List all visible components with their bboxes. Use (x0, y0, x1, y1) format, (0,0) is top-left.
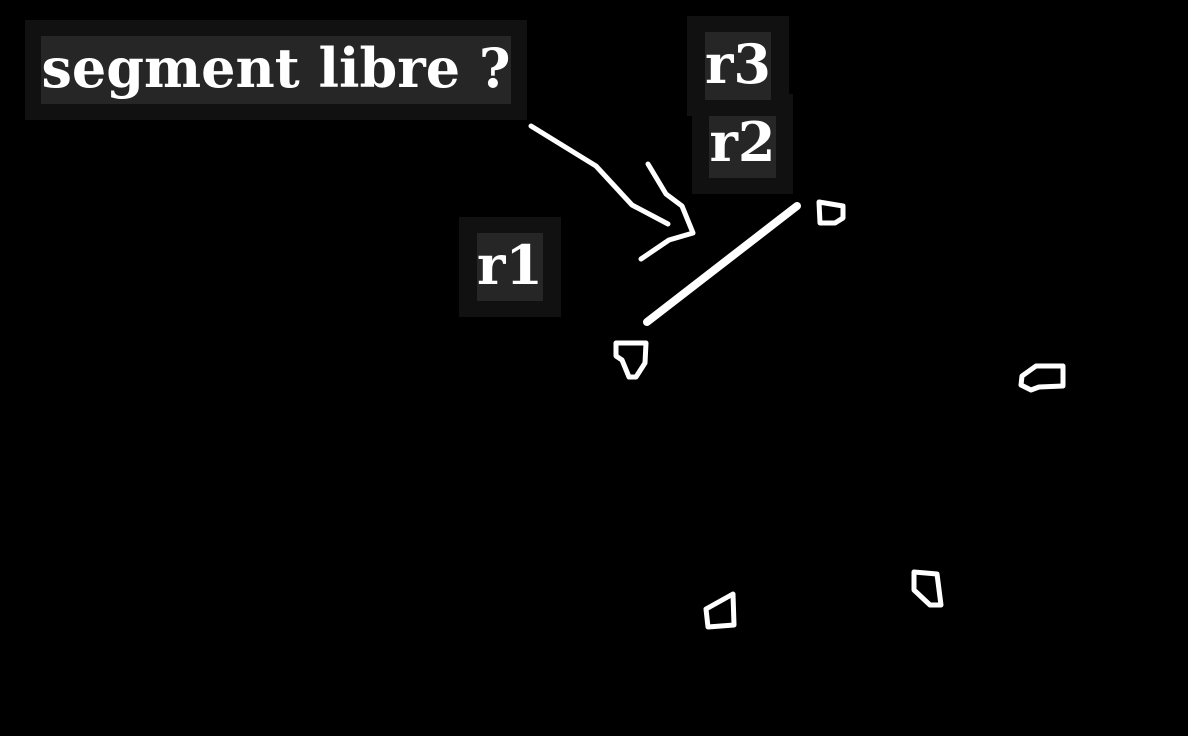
r3-label-box: r3 (687, 16, 789, 116)
fragment-below-segment (613, 340, 649, 380)
fragment-bottom-center (703, 591, 737, 630)
r3-label: r3 (704, 32, 772, 100)
free-segment (643, 202, 801, 326)
pointer-arrow-shaft (528, 123, 671, 227)
pointer-arrow-head (638, 161, 696, 262)
title-label-box: segment libre ? (25, 20, 527, 120)
fragment-right (1018, 363, 1066, 393)
r1-label-box: r1 (459, 217, 561, 317)
r1-label: r1 (476, 233, 544, 301)
fragment-bottom-right (911, 569, 944, 608)
title-label: segment libre ? (41, 36, 511, 104)
r2-label: r2 (709, 110, 776, 178)
fragment-near-r2 (816, 199, 846, 226)
